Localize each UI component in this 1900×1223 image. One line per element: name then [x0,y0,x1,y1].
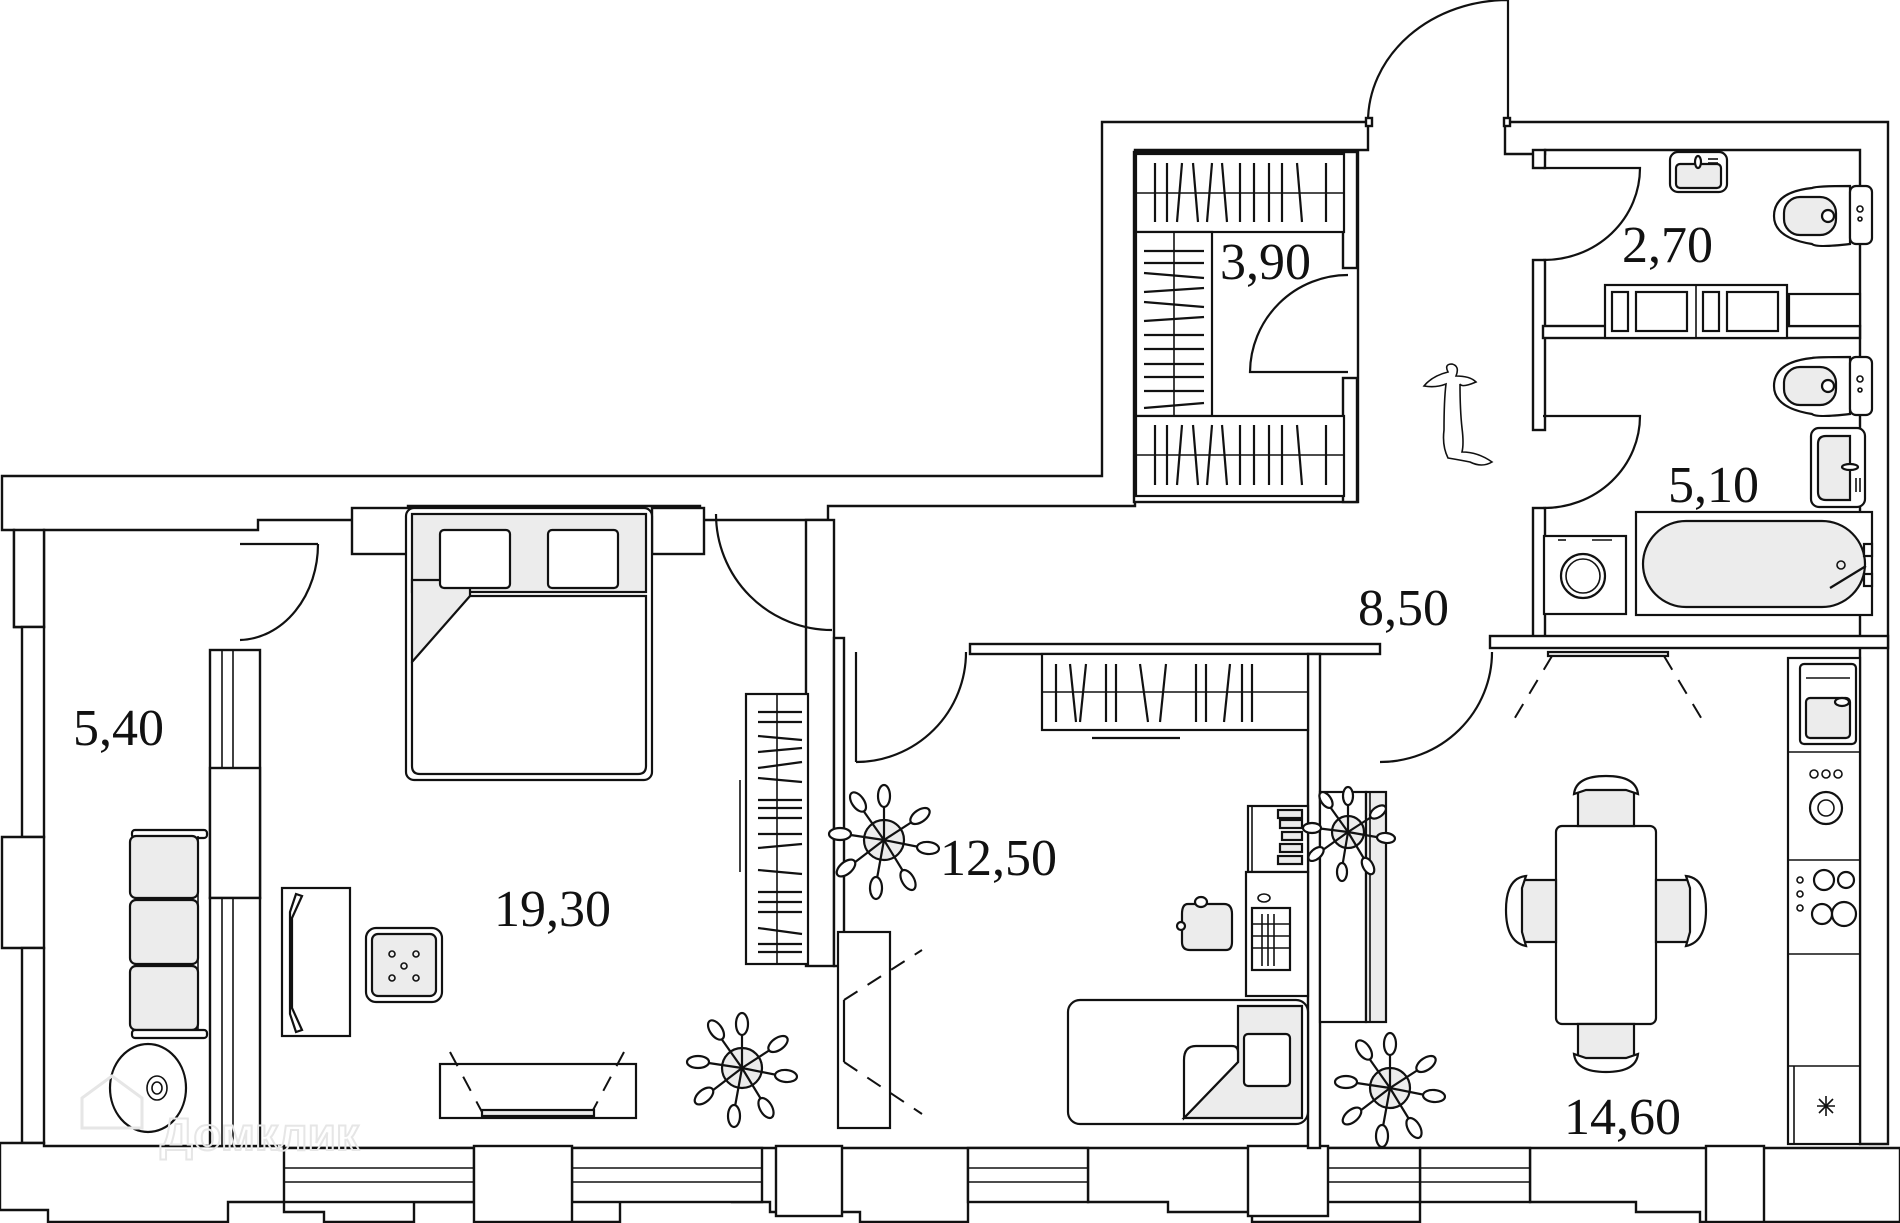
wall-piers [472,1144,1766,1223]
dining-table-icon [1504,774,1708,1074]
washbasin-icon [1809,426,1867,509]
watermark-text: Домклик [160,1108,360,1160]
bathrooms [1488,148,1890,650]
area-label-bathroom: 5,10 [1668,457,1759,514]
children-room [827,642,1382,1150]
walk-in-closet [1132,150,1360,504]
area-label-kitchen: 14,60 [1564,1089,1681,1146]
toilet-icon [1772,184,1874,248]
kids-tv-icon [836,930,923,1130]
fridge-icon [1817,1096,1835,1116]
area-label-toilet: 2,70 [1622,217,1713,274]
area-label-walk-in-closet: 3,90 [1220,234,1311,291]
desk-icon [1244,870,1310,998]
balcony-room [108,648,262,1148]
office-chair-icon [1175,895,1234,952]
watermark: Домклик [80,1074,361,1161]
kitchen [1301,650,1862,1149]
kids-wardrobe-icon [1040,652,1310,740]
plant-icon [685,1011,799,1129]
bookshelf-icon [1246,804,1310,874]
sofa-icon [128,828,209,1040]
balcony-door [239,542,320,642]
area-label-children-room: 12,50 [940,830,1057,887]
round-table-icon [108,1042,188,1134]
washbasin-icon [1668,150,1729,194]
bedroom-door [714,513,833,632]
dog-figure-icon [1422,363,1494,466]
stove-icon [1808,769,1844,826]
plant-icon [1301,785,1397,883]
plant-icon [1333,1031,1447,1149]
area-label-hallway: 8,50 [1358,580,1449,637]
wardrobe-icon [739,692,810,966]
bedroom-room [280,506,846,1129]
armchair-icon [280,886,352,1038]
tv-stand-icon [438,1051,638,1120]
plant-icon [827,783,941,901]
area-labels: 5,40 19,30 12,50 3,90 8,50 2,70 5,10 14,… [73,217,1759,1146]
area-label-balcony: 5,40 [73,700,164,757]
double-bed-icon [404,506,654,782]
kids-bed-icon [1066,998,1310,1126]
bathroom-shelf-icon [1603,283,1862,340]
ottoman-icon [364,926,444,1004]
windows-bottom [282,1146,1532,1204]
bathtub-icon [1634,510,1874,617]
area-label-living-bedroom: 19,30 [494,881,611,938]
toilet-icon [1772,355,1874,418]
cooktop-icon [1796,868,1858,928]
washing-machine-icon [1542,534,1628,616]
hallway [1364,0,1512,764]
sink-icon [1798,662,1858,746]
